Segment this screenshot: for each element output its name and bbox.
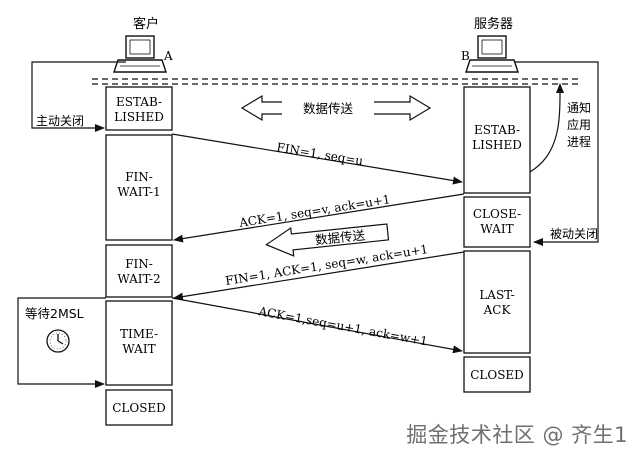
notify-line-2: 应用 — [567, 117, 591, 132]
client-state-established: ESTAB- LISHED — [105, 86, 173, 131]
client-letter: A — [163, 49, 173, 63]
client-state-fin-wait-1-l2: WAIT-1 — [117, 185, 160, 199]
client-state-fin-wait-2-l2: WAIT-2 — [117, 272, 160, 286]
data-transfer-oneway-arrow: 数据传送 — [265, 223, 390, 257]
client-state-fin-wait-1-l1: FIN- — [125, 170, 153, 184]
server-state-last-ack: LAST- ACK — [463, 250, 531, 354]
notify-app-label: 通知 应用 进程 — [567, 101, 595, 149]
passive-close-connector — [514, 61, 599, 246]
server-state-established-l2: LISHED — [472, 138, 522, 152]
passive-close-label: 被动关闭 — [550, 227, 598, 241]
client-state-established-l2: LISHED — [114, 110, 164, 124]
data-transfer-label: 数据传送 — [303, 101, 354, 116]
msg-fin-label: FIN=1, seq=u — [276, 140, 365, 168]
server-state-close-wait: CLOSE- WAIT — [463, 196, 531, 248]
server-state-closed: CLOSED — [463, 356, 531, 393]
server-state-close-wait-l1: CLOSE- — [473, 207, 521, 221]
client-state-closed: CLOSED — [105, 389, 173, 426]
client-state-fin-wait-1: FIN- WAIT-1 — [105, 134, 173, 241]
client-state-fin-wait-2-l1: FIN- — [125, 257, 153, 271]
msg-fin-arrow — [171, 133, 463, 185]
server-state-close-wait-l2: WAIT — [480, 222, 513, 236]
notify-line-1: 通知 — [567, 101, 591, 115]
server-state-established-l1: ESTAB- — [474, 123, 520, 137]
msg-final-ack-arrow — [171, 297, 463, 354]
client-state-time-wait-l2: WAIT — [122, 342, 155, 356]
client-state-time-wait: TIME- WAIT — [105, 300, 173, 386]
active-close-connector — [31, 61, 126, 132]
client-state-fin-wait-2: FIN- WAIT-2 — [105, 244, 173, 298]
watermark: 掘金技术社区 @ 齐生1 — [406, 423, 628, 447]
server-computer-icon — [465, 35, 519, 73]
wait-2msl-label: 等待2MSL — [25, 306, 84, 321]
client-computer-icon — [113, 35, 167, 73]
client-state-closed-l1: CLOSED — [112, 401, 166, 415]
server-letter: B — [461, 49, 470, 63]
msg-ack-label: ACK=1, seq=v, ack=u+1 — [237, 192, 391, 230]
data-transfer-oneway-label: 数据传送 — [314, 227, 366, 247]
client-state-established-l1: ESTAB- — [116, 95, 162, 109]
server-state-last-ack-l1: LAST- — [479, 288, 514, 302]
msg-ack-arrow — [173, 193, 465, 243]
clock-icon — [46, 329, 70, 353]
msg-fin-ack-arrow — [173, 251, 465, 301]
server-state-last-ack-l2: ACK — [483, 303, 512, 317]
active-close-label: 主动关闭 — [36, 114, 84, 128]
server-label: 服务器 — [474, 16, 513, 32]
client-label: 客户 — [133, 16, 159, 32]
client-state-time-wait-l1: TIME- — [120, 327, 158, 341]
msg-fin-ack-label: FIN=1, ACK=1, seq=w, ack=u+1 — [224, 242, 429, 288]
msg-final-ack-label: ACK=1,seq=u+1, ack=w+1 — [256, 304, 428, 349]
wait-2msl-connector — [17, 297, 106, 388]
server-state-established: ESTAB- LISHED — [463, 86, 531, 194]
server-state-closed-l1: CLOSED — [470, 368, 524, 382]
data-transfer-bidirectional-arrow: 数据传送 — [240, 94, 432, 122]
notify-line-3: 进程 — [567, 134, 591, 149]
